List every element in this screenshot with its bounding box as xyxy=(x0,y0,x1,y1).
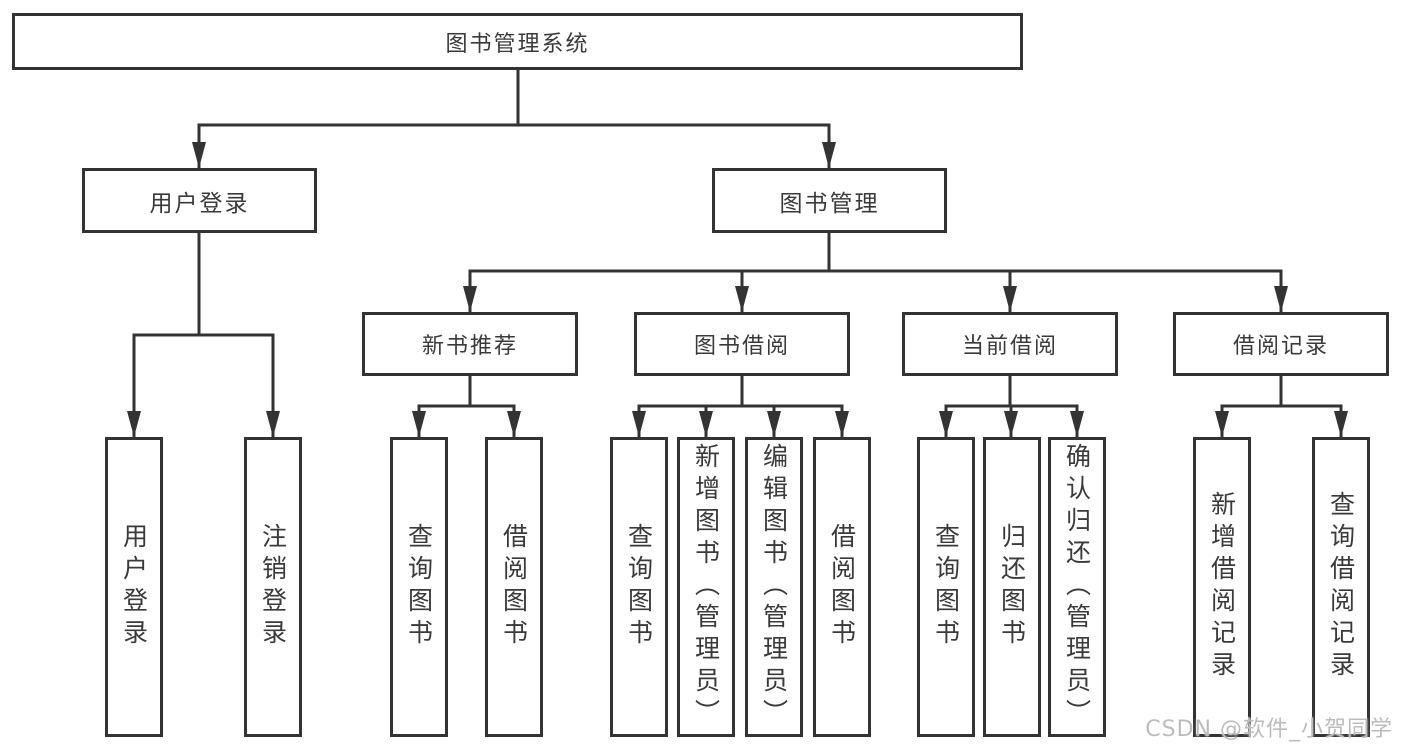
node-query-books-borrowing-label: 查询图书 xyxy=(624,523,654,651)
node-book-borrowing: 图书借阅 xyxy=(634,312,850,376)
node-edit-books-admin: 编辑图书（管理员） xyxy=(745,437,803,737)
node-query-borrow-record: 查询借阅记录 xyxy=(1312,437,1370,737)
node-return-books: 归还图书 xyxy=(983,437,1041,737)
node-user-login: 用户登录 xyxy=(82,168,317,233)
node-query-books-current: 查询图书 xyxy=(917,437,975,737)
node-root: 图书管理系统 xyxy=(12,13,1023,70)
node-borrow-books-label: 借阅图书 xyxy=(827,523,857,651)
node-root-label: 图书管理系统 xyxy=(445,31,590,57)
node-current-borrowing: 当前借阅 xyxy=(902,312,1118,376)
node-book-management-label: 图书管理 xyxy=(779,190,880,217)
node-confirm-return-admin: 确认归还（管理员） xyxy=(1048,437,1106,737)
node-borrow-books: 借阅图书 xyxy=(813,437,871,737)
node-user-login-label: 用户登录 xyxy=(149,190,250,217)
node-borrowing-records: 借阅记录 xyxy=(1173,312,1389,376)
node-query-books-current-label: 查询图书 xyxy=(931,523,961,651)
node-query-books-recommend-label: 查询图书 xyxy=(404,523,434,651)
node-confirm-return-admin-label: 确认归还（管理员） xyxy=(1062,443,1092,731)
node-edit-books-admin-label: 编辑图书（管理员） xyxy=(759,443,789,731)
node-user-login-leaf-label: 用户登录 xyxy=(119,523,149,651)
node-add-borrow-record: 新增借阅记录 xyxy=(1193,437,1251,737)
node-logout: 注销登录 xyxy=(244,437,302,737)
node-query-books-recommend: 查询图书 xyxy=(390,437,448,737)
node-new-book-recommend: 新书推荐 xyxy=(362,312,578,376)
node-borrow-books-recommend: 借阅图书 xyxy=(485,437,543,737)
node-current-borrowing-label: 当前借阅 xyxy=(961,334,1058,359)
node-borrow-books-recommend-label: 借阅图书 xyxy=(499,523,529,651)
node-book-management: 图书管理 xyxy=(712,168,947,233)
node-add-borrow-record-label: 新增借阅记录 xyxy=(1207,491,1237,683)
node-borrowing-records-label: 借阅记录 xyxy=(1232,334,1329,359)
csdn-watermark: CSDN @软件_小贺同学 xyxy=(1145,717,1393,742)
node-logout-label: 注销登录 xyxy=(258,523,288,651)
node-add-books-admin-label: 新增图书（管理员） xyxy=(691,443,721,731)
node-add-books-admin: 新增图书（管理员） xyxy=(677,437,735,737)
node-return-books-label: 归还图书 xyxy=(997,523,1027,651)
node-query-borrow-record-label: 查询借阅记录 xyxy=(1326,491,1356,683)
node-user-login-leaf: 用户登录 xyxy=(105,437,163,737)
node-new-book-recommend-label: 新书推荐 xyxy=(421,334,518,359)
node-query-books-borrowing: 查询图书 xyxy=(610,437,668,737)
node-book-borrowing-label: 图书借阅 xyxy=(693,334,790,359)
